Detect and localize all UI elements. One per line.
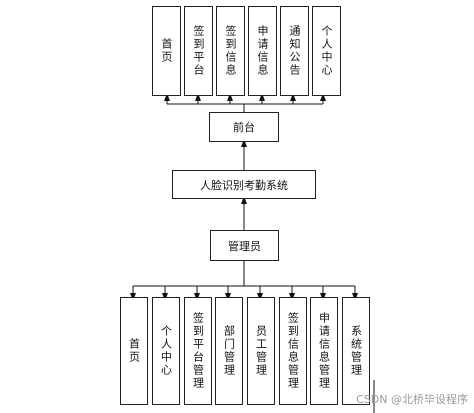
watermark: CSDN @北桥毕设程序 — [356, 393, 468, 406]
system-label: 人脸识别考勤系统 — [200, 178, 288, 192]
front-module-application-info: 申请信息 — [248, 6, 277, 96]
admin-module-system-mgmt: 系统管理 — [342, 297, 370, 405]
front-label: 前台 — [233, 121, 255, 134]
front-module-notice: 通知公告 — [280, 6, 309, 96]
admin-module-department-mgmt: 部门管理 — [215, 297, 243, 405]
admin-label: 管理员 — [228, 239, 261, 253]
front-module-label: 首页 — [160, 38, 173, 64]
front-module-label: 申请信息 — [256, 25, 269, 77]
admin-module-profile: 个人中心 — [152, 297, 180, 405]
admin-module-label: 个人中心 — [159, 325, 173, 377]
admin-module-checkin-platform-mgmt: 签到平台管理 — [184, 297, 212, 405]
front-module-checkin-info: 签到信息 — [216, 6, 245, 96]
admin-module-label: 系统管理 — [349, 325, 363, 377]
admin-module-label: 申请信息管理 — [317, 312, 331, 390]
admin-module-label: 部门管理 — [222, 325, 236, 377]
front-module-label: 通知公告 — [288, 25, 301, 77]
admin-module-checkin-info-mgmt: 签到信息管理 — [279, 297, 307, 405]
front-module-label: 签到平台 — [192, 25, 205, 77]
front-module-profile: 个人中心 — [312, 6, 341, 96]
admin-module-label: 员工管理 — [254, 325, 268, 377]
system-node: 人脸识别考勤系统 — [172, 170, 316, 199]
front-module-label: 签到信息 — [224, 25, 237, 77]
front-module-home: 首页 — [152, 6, 181, 96]
admin-module-label: 签到平台管理 — [191, 312, 205, 390]
admin-node: 管理员 — [210, 230, 279, 261]
admin-module-application-info-mgmt: 申请信息管理 — [310, 297, 338, 405]
admin-module-label: 首页 — [127, 338, 141, 364]
admin-module-label: 签到信息管理 — [286, 312, 300, 390]
admin-module-employee-mgmt: 员工管理 — [247, 297, 275, 405]
front-node: 前台 — [209, 112, 279, 142]
front-module-label: 个人中心 — [320, 25, 333, 77]
front-module-checkin-platform: 签到平台 — [184, 6, 213, 96]
admin-module-home: 首页 — [120, 297, 148, 405]
